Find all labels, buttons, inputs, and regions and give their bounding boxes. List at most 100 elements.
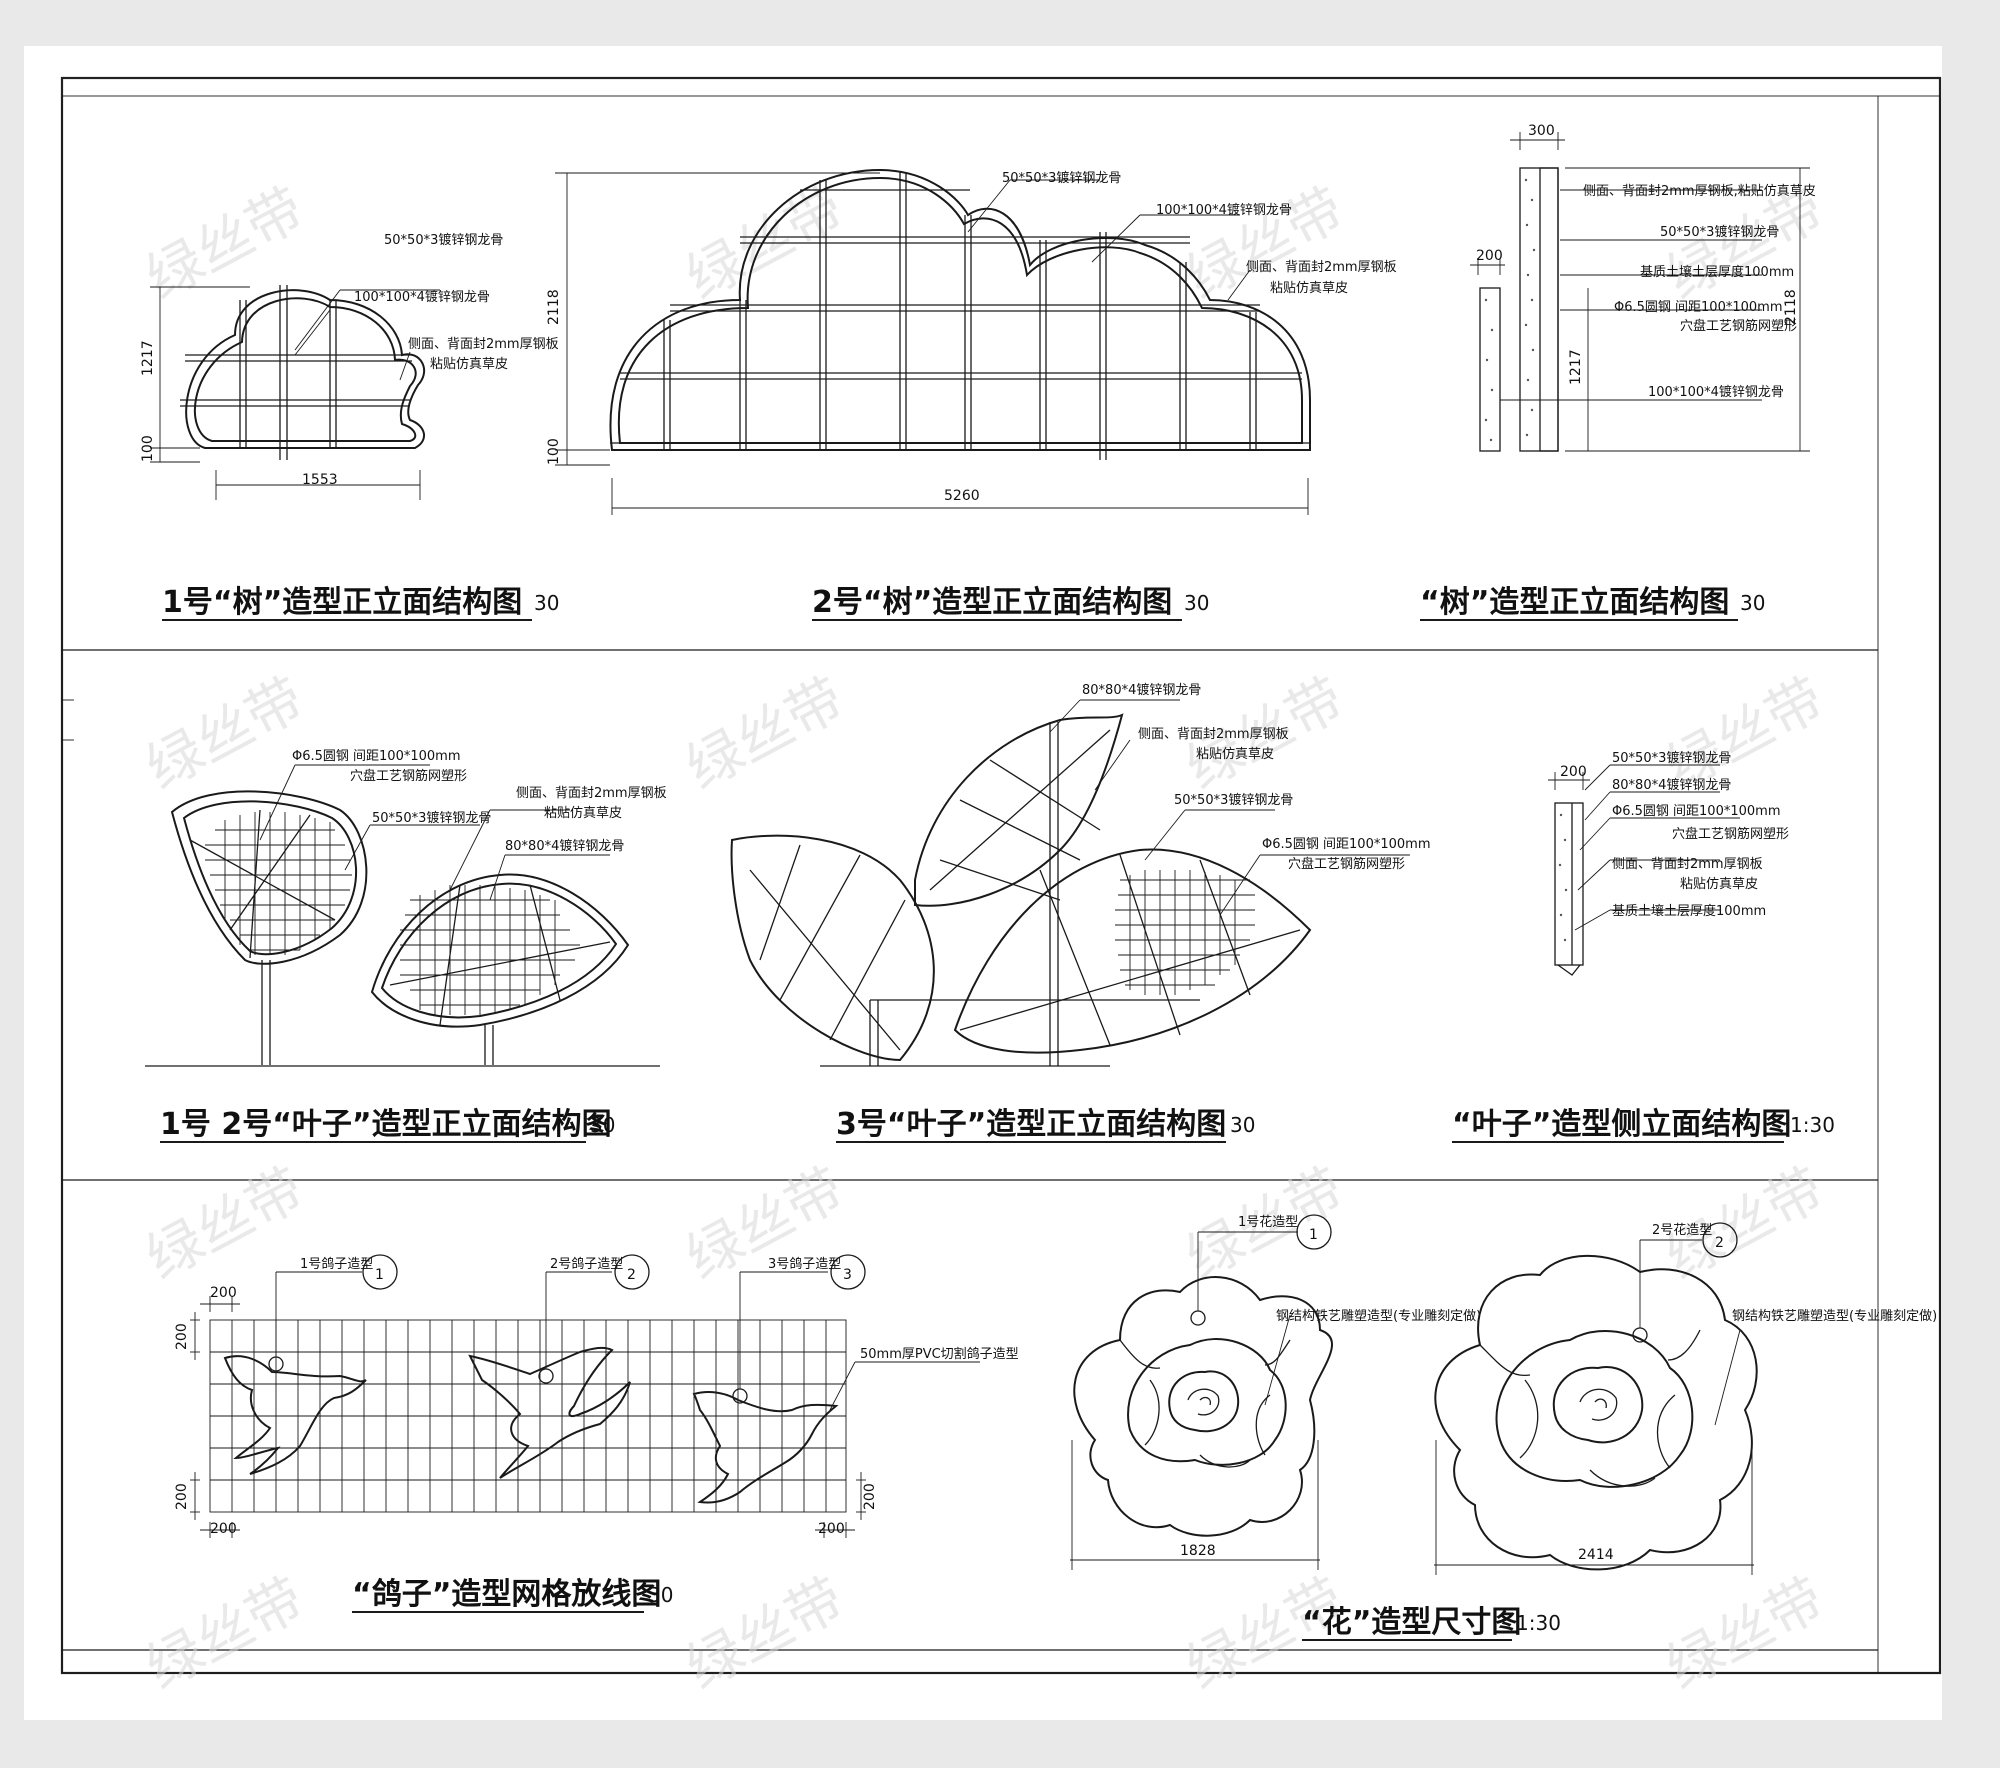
tree-side-small-core <box>1479 287 1501 452</box>
leaf-side-note-plate-a: 侧面、背面封2mm厚钢板 <box>1612 857 1763 872</box>
pigeon3-label: 3号鸽子造型 <box>768 1256 841 1272</box>
pigeon2-shape <box>468 1346 631 1479</box>
leaves12-note-rebar: Φ6.5圆钢 间距100*100mm <box>292 749 461 764</box>
leaves12-drawing: Φ6.5圆钢 间距100*100mm 穴盘工艺钢筋网塑形 50*50*3镀锌钢龙… <box>145 749 667 1067</box>
tree1-outline <box>185 289 425 449</box>
tree-side-note-rebar: Φ6.5圆钢 间距100*100mm <box>1614 300 1783 315</box>
leaves12-frame <box>145 809 660 1067</box>
title-leaf12: 1号 2号“叶子”造型正立面结构图 <box>160 1107 612 1142</box>
tree2-note-plate-a: 侧面、背面封2mm厚钢板 <box>1246 260 1397 275</box>
pigeon2-label: 2号鸽子造型 <box>550 1256 623 1272</box>
title-leaf3: 3号“叶子”造型正立面结构图 <box>836 1107 1226 1142</box>
leaves12-leaders <box>259 764 610 901</box>
flower2-steel-note: 钢结构铁艺雕塑造型(专业雕刻定做) <box>1732 1309 1937 1324</box>
title-tree1: 1号“树”造型正立面结构图 <box>162 585 522 620</box>
leaf-side-note-plate-b: 粘贴仿真草皮 <box>1680 877 1758 892</box>
tree-side-note-steel50: 50*50*3镀锌钢龙骨 <box>1660 224 1779 240</box>
leaf3-note-steel80: 80*80*4镀锌钢龙骨 <box>1082 682 1201 698</box>
tree2-drawing: 2118 100 5260 50*50*3镀锌钢龙骨 100*100*4镀锌钢龙… <box>546 168 1397 515</box>
flower2-lines <box>1434 1239 1754 1575</box>
leaf3-note-rebar-b: 穴盘工艺钢筋网塑形 <box>1288 856 1405 872</box>
tree2-base-dim: 100 <box>546 438 562 465</box>
leaf-side-drawing: 200 50*50*3镀锌钢龙骨 80*80*4镀锌钢龙骨 Φ6.5圆钢 间距1… <box>1548 750 1789 976</box>
tree2-outline <box>609 168 1311 451</box>
pigeon-shapes <box>223 1346 839 1504</box>
flower2-outer <box>1434 1254 1758 1571</box>
tree1-base-dim: 100 <box>140 435 156 462</box>
leaves12-note-plate-b: 粘贴仿真草皮 <box>544 806 622 821</box>
flower1-petal-lines <box>1119 1339 1291 1468</box>
leaf3-top-outline <box>914 713 1124 907</box>
tree1-width-dim: 1553 <box>302 472 338 488</box>
tree-side-note-rebar-b: 穴盘工艺钢筋网塑形 <box>1680 318 1797 334</box>
leaf1-inner <box>182 800 357 956</box>
tree2-frame <box>610 172 1310 460</box>
callout-circle-3 <box>830 1254 866 1290</box>
leaves12-note-steel80: 80*80*4镀锌钢龙骨 <box>505 838 624 854</box>
leaf3-drawing: 80*80*4镀锌钢龙骨 侧面、背面封2mm厚钢板 粘贴仿真草皮 50*50*3… <box>730 682 1431 1067</box>
title-tree2: 2号“树”造型正立面结构图 <box>812 585 1172 620</box>
scale-leaf12: 30 <box>590 1113 615 1137</box>
flower2-callout: 2 <box>1715 1235 1724 1251</box>
tree2-height-dim: 2118 <box>546 289 562 325</box>
flower1-steel-note: 钢结构铁艺雕塑造型(专业雕刻定做) <box>1276 1309 1481 1324</box>
leaf-side-width-dim: 200 <box>1560 764 1587 780</box>
scale-flower: 1:30 <box>1516 1611 1561 1635</box>
leaf3-note-steel50: 50*50*3镀锌钢龙骨 <box>1174 792 1293 808</box>
callout-circle-2 <box>614 1254 650 1290</box>
leaf3-note-plate-b: 粘贴仿真草皮 <box>1196 747 1274 762</box>
flower1-core <box>1187 1388 1220 1416</box>
callout-circle-1 <box>362 1254 398 1290</box>
tree2-width-dim: 5260 <box>944 488 980 504</box>
leaf3-mesh <box>1115 870 1255 995</box>
flower1-lines <box>1070 1231 1320 1570</box>
flower2-inner <box>1552 1366 1644 1444</box>
leaves12-note-rebar-b: 穴盘工艺钢筋网塑形 <box>350 768 467 784</box>
leaf3-left-outline <box>730 834 935 1062</box>
leaf-side-stipple <box>1558 813 1568 942</box>
flower2-drawing: 2 2号花造型 钢结构铁艺雕塑造型(专业雕刻定做) 2414 <box>1434 1222 1937 1575</box>
pigeon-dim-right: 200 <box>862 1483 878 1510</box>
scale-tree1: 30 <box>534 591 559 615</box>
title-leaf-side: “叶子”造型侧立面结构图 <box>1452 1107 1791 1142</box>
flower1-mid <box>1127 1338 1287 1466</box>
leaf2-outline <box>370 873 630 1028</box>
tree1-note-steel100: 100*100*4镀锌钢龙骨 <box>354 289 490 305</box>
leaf2-inner <box>380 882 618 1019</box>
tree-side-note-soil: 基质土壤土层厚度100mm <box>1640 264 1794 280</box>
tree1-note-steel50: 50*50*3镀锌钢龙骨 <box>384 232 503 248</box>
leaf-side-core <box>1554 802 1584 966</box>
pigeon-dim-left-top: 200 <box>174 1323 190 1350</box>
leaves12-note-steel50: 50*50*3镀锌钢龙骨 <box>372 810 491 826</box>
leaf-side-note-rebar: Φ6.5圆钢 间距100*100mm <box>1612 804 1781 819</box>
paper <box>24 46 1942 1720</box>
title-tree-side: “树”造型正立面结构图 <box>1420 585 1729 620</box>
flower1-inner <box>1168 1370 1240 1433</box>
flower1-outer <box>1073 1276 1333 1537</box>
tree-side-small-dim: 200 <box>1476 248 1503 264</box>
leaf3-leaders <box>1049 699 1410 916</box>
leaf1-mesh <box>205 812 352 955</box>
flower1-callout: 1 <box>1309 1227 1318 1243</box>
title-flower: “花”造型尺寸图 <box>1302 1605 1521 1640</box>
leaf1-outline <box>170 790 368 965</box>
flower2-mid <box>1495 1330 1694 1488</box>
tree1-drawing: 1217 100 1553 50*50*3镀锌钢龙骨 100*100*4镀锌钢龙… <box>140 232 559 500</box>
title-pigeon: “鸽子”造型网格放线图 <box>352 1577 661 1612</box>
pigeon-dim-left-bottom: 200 <box>174 1483 190 1510</box>
tree2-dimensions <box>555 172 1309 515</box>
tree-side-top-dim: 300 <box>1528 123 1555 139</box>
scale-leaf3: 30 <box>1230 1113 1255 1137</box>
leaf-side-note-steel50: 50*50*3镀锌钢龙骨 <box>1612 750 1731 766</box>
leaf3-note-plate-a: 侧面、背面封2mm厚钢板 <box>1138 727 1289 742</box>
scale-leaf-side: 1:30 <box>1790 1113 1835 1137</box>
flower2-label: 2号花造型 <box>1652 1222 1712 1238</box>
pigeon3-shape <box>692 1391 839 1504</box>
pigeon1-shape <box>223 1355 367 1475</box>
tree-side-note-plate: 侧面、背面封2mm厚钢板,粘贴仿真草皮 <box>1583 184 1816 199</box>
flower2-width-dim: 2414 <box>1578 1547 1614 1563</box>
flower2-petal-lines <box>1479 1329 1701 1487</box>
tree-side-h1: 1217 <box>1568 349 1584 385</box>
leaf2-mesh <box>400 885 580 1015</box>
